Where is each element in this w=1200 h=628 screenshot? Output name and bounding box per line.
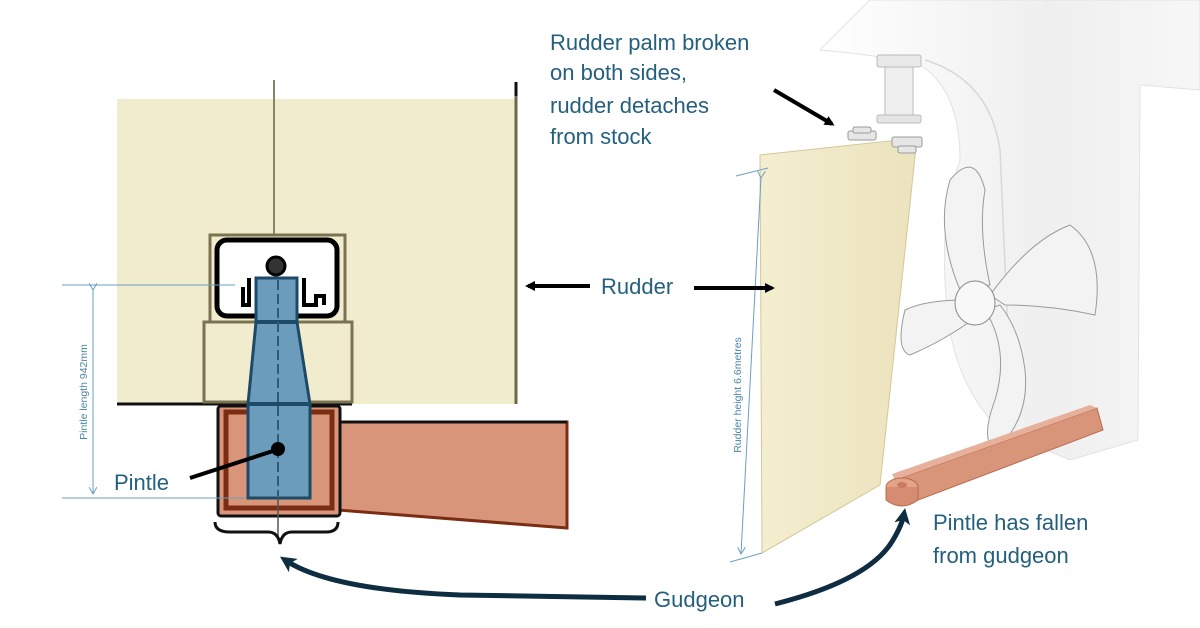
- gudgeon-label: Gudgeon: [654, 587, 745, 612]
- cross-section-view: Pintle length 942mm Pintle: [62, 80, 569, 545]
- rudder-label: Rudder: [601, 274, 673, 299]
- pintle-leader: [189, 448, 277, 480]
- gudgeon-arrow-left: [280, 556, 647, 601]
- gudgeon-arm-3d: [885, 405, 1104, 507]
- rudder-height-label: Rudder height 6.6metres: [732, 337, 744, 453]
- palm-broken-arrow: [772, 88, 835, 126]
- propeller: [900, 166, 1098, 451]
- gudgeon-arrow-right: [774, 508, 911, 607]
- gudgeon-brace: [213, 521, 340, 545]
- palm-broken-label: Rudder palm broken on both sides, rudder…: [550, 30, 755, 149]
- gudgeon-arm-section: [336, 420, 569, 530]
- rudder-stock: [876, 54, 922, 124]
- pintle-nut: [265, 255, 287, 277]
- dim-tick-bottom: [729, 552, 763, 563]
- pintle-length-label: Pintle length 942mm: [78, 344, 90, 440]
- render-view: Rudder height 6.6metres: [729, 0, 1200, 563]
- rudder-height-dimension: [741, 178, 761, 554]
- pintle-leader-dot: [271, 442, 285, 456]
- pintle-fallen-label: Pintle has fallen from gudgeon: [933, 510, 1094, 568]
- pintle-label: Pintle: [114, 470, 169, 495]
- broken-palm: [847, 126, 923, 154]
- pintle-collar: [241, 278, 326, 307]
